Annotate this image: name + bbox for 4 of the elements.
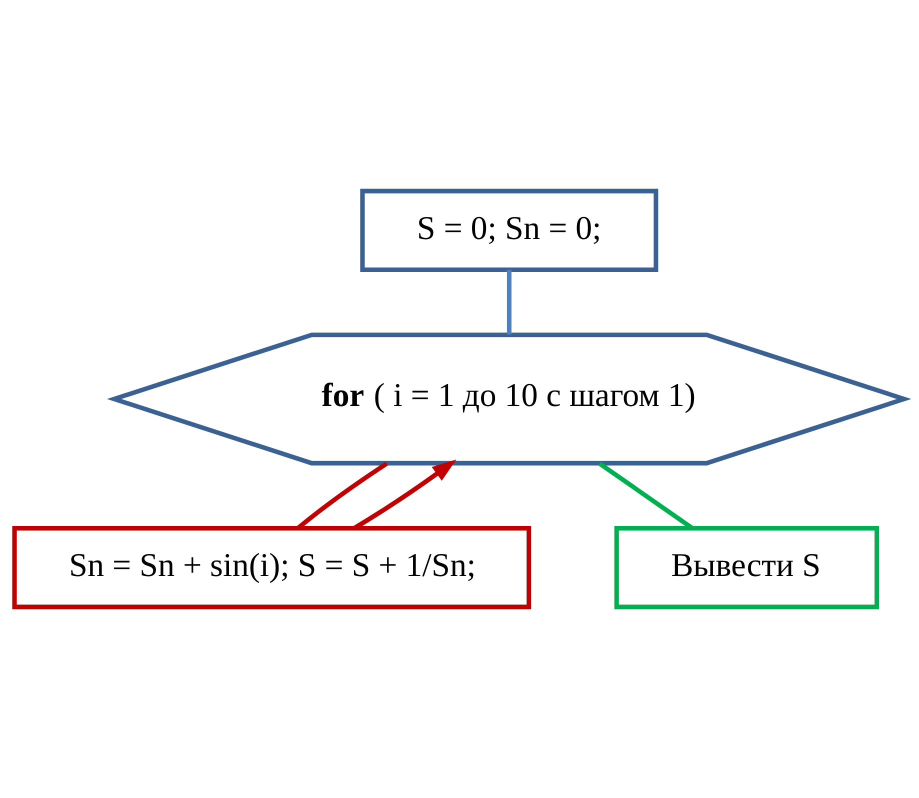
node-box: Вывести S <box>614 526 880 610</box>
node-box: Sn = Sn + sin(i); S = S + 1/Sn; <box>12 526 532 610</box>
connector <box>506 270 512 334</box>
node-box: S = 0; Sn = 0; <box>360 188 658 272</box>
